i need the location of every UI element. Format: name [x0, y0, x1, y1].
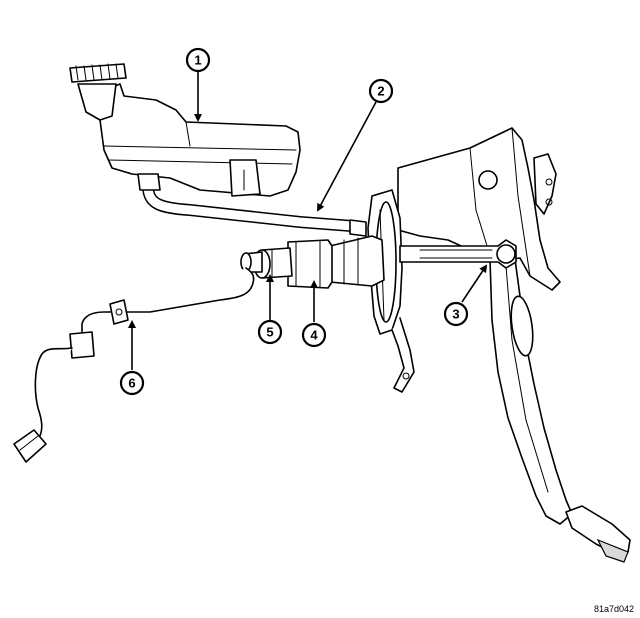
clutch-master-cylinder — [287, 239, 333, 289]
clutch-pedal — [489, 251, 631, 563]
fluid-reservoir — [69, 63, 301, 197]
svg-text:4: 4 — [310, 328, 318, 343]
pedal-bracket — [397, 127, 561, 291]
callout-leaders — [128, 72, 488, 370]
svg-text:3: 3 — [452, 307, 459, 322]
push-rod — [399, 239, 517, 269]
callout-5: 5 — [257, 319, 283, 345]
svg-text:6: 6 — [128, 376, 135, 391]
callout-4: 4 — [301, 322, 327, 348]
callout-6: 6 — [119, 370, 145, 396]
callout-2: 2 — [368, 78, 394, 104]
firewall-plate — [367, 189, 415, 393]
quick-connect-fitting — [240, 247, 293, 279]
svg-text:5: 5 — [266, 325, 273, 340]
callout-1: 1 — [185, 47, 211, 73]
callout-3: 3 — [443, 301, 469, 327]
reservoir-supply-hose — [142, 180, 367, 237]
svg-text:1: 1 — [194, 53, 201, 68]
figure-code: 81a7d042 — [593, 604, 634, 614]
hydraulic-line — [13, 267, 255, 463]
master-cylinder-body — [329, 235, 385, 287]
svg-text:2: 2 — [377, 84, 384, 99]
